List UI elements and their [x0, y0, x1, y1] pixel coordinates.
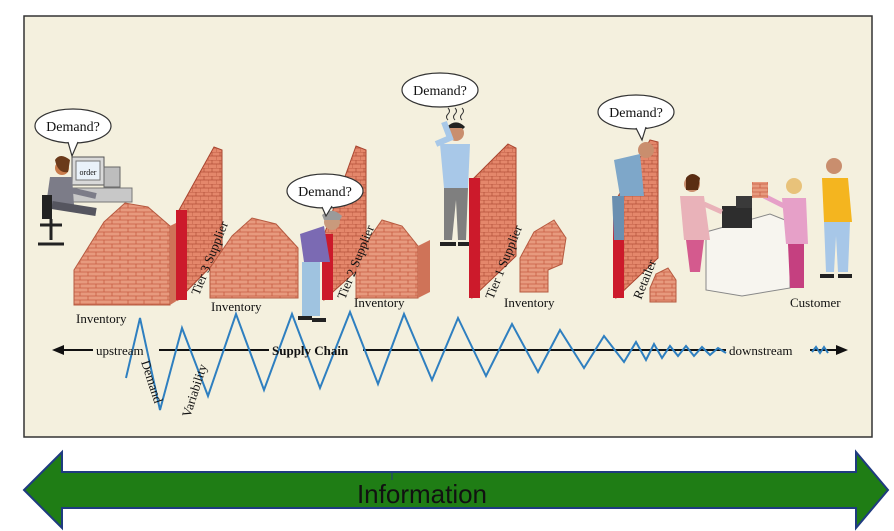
- retailer-worker-figure: [612, 142, 654, 240]
- worry-marks-icon: [446, 107, 464, 121]
- inventory-pile-3: [355, 219, 430, 299]
- demand-text: Demand?: [609, 106, 663, 121]
- tier2-worker-figure: [298, 210, 342, 322]
- inventory-label-4: Inventory: [504, 295, 555, 310]
- customer-man-figure: [820, 158, 852, 278]
- inventory-label-2: Inventory: [211, 299, 262, 314]
- office-worker-figure: [38, 156, 133, 246]
- inventory-pile-2: [209, 217, 299, 299]
- inventory-label-3: Inventory: [354, 295, 405, 310]
- demand-text: Demand?: [298, 185, 352, 200]
- downstream-wave-tail: [811, 345, 829, 355]
- demand-variability-wave: [125, 309, 727, 411]
- arrow-left-icon: [52, 345, 64, 355]
- customer-label: Customer: [790, 295, 841, 310]
- downstream-label: downstream: [729, 343, 793, 358]
- demand-bubble-tier1: Demand?: [401, 72, 479, 121]
- screen-order-text: order: [80, 168, 97, 177]
- inventory-pile-4: [519, 219, 567, 293]
- demand-text: Demand?: [413, 84, 467, 99]
- customer-woman-figure: [752, 178, 808, 288]
- arrow-right-icon: [836, 345, 848, 355]
- demand-text: Demand?: [46, 120, 100, 135]
- shop-counter: [705, 196, 791, 297]
- supply-chain-label: Supply Chain: [272, 343, 349, 358]
- upstream-label: upstream: [96, 343, 144, 358]
- inventory-label-1: Inventory: [76, 311, 127, 326]
- tier1-worker-figure: [434, 120, 472, 246]
- demand-bubble-tier2: Demand?: [286, 173, 364, 218]
- tier3-wall: [176, 146, 223, 302]
- cashier-figure: [680, 174, 724, 272]
- information-label: Information: [357, 479, 487, 509]
- information-arrow: [22, 449, 890, 531]
- demand-bubble-retailer: Demand?: [597, 94, 675, 142]
- tier1-wall: [469, 143, 517, 300]
- inventory-pile-5: [649, 267, 677, 303]
- demand-bubble-end-user: Demand?: [34, 108, 112, 158]
